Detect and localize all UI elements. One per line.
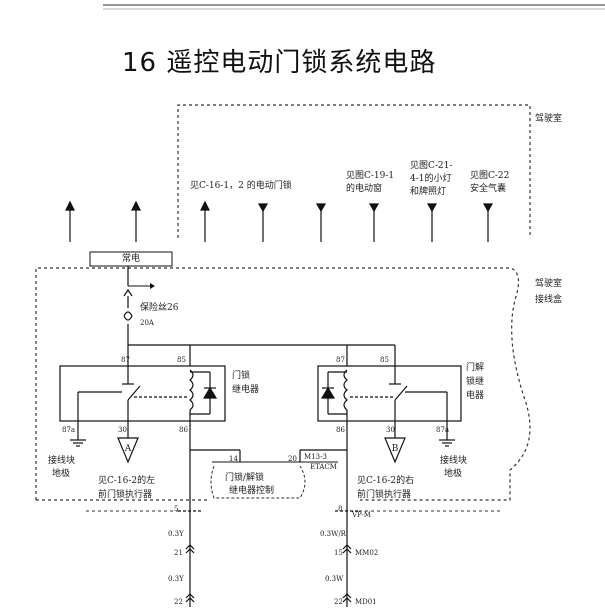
- unlock-relay-pin-86: 86: [336, 426, 345, 434]
- ground-left-line1: 接线块: [48, 456, 76, 466]
- actuator-b-marker: B: [391, 444, 399, 454]
- unlock-relay-label-line1: 门解: [466, 363, 485, 373]
- actuator-left-line2: 前门锁执行器: [98, 490, 153, 500]
- actuator-a-marker: A: [124, 444, 132, 454]
- row3-connector: MM02: [355, 549, 379, 557]
- power-label: 常电: [121, 254, 140, 264]
- etacm-control-line2: 继电器控制: [229, 486, 275, 496]
- actuator-a-triangle: [117, 437, 139, 464]
- row3-pin-left: 21: [174, 549, 183, 557]
- unlock-relay-pin-30: 30: [386, 426, 395, 434]
- ref-airbag-line1: 见图C-22: [470, 171, 510, 181]
- ref-small-light-line1: 见图C-21-: [410, 161, 453, 171]
- ref-small-light-line2: 4-1的小灯: [410, 174, 452, 184]
- ref-airbag-line2: 安全气囊: [470, 184, 507, 194]
- row1-connector: VP-M: [352, 511, 371, 519]
- ref-power-door-lock: 见C-16-1，2 的电动门锁: [190, 181, 292, 191]
- row5-pin-right: 22: [334, 598, 343, 606]
- ref-power-window-line2: 的电动窗: [346, 184, 383, 194]
- etacm-control-box: [210, 465, 306, 499]
- row3-pin-right: 15: [334, 549, 343, 557]
- unlock-relay-pin-85: 85: [380, 356, 389, 364]
- fuse-rating: 20A: [140, 319, 154, 327]
- lock-relay-box: [59, 365, 226, 422]
- ground-right-line1: 接线块: [440, 456, 468, 466]
- page-title: 16 遥控电动门锁系统电路: [122, 48, 437, 78]
- lock-relay-pin-87: 87: [121, 356, 130, 364]
- lock-relay-label-line2: 继电器: [232, 385, 260, 395]
- reference-arrows: [65, 200, 494, 242]
- ground-symbols: [70, 439, 455, 447]
- fuse-label: 保险丝26: [140, 303, 179, 313]
- etacm-control-line1: 门锁/解锁: [225, 473, 265, 483]
- etacm-connector: M13-3: [304, 453, 327, 461]
- actuator-left-line1: 见C-16-2的左: [98, 476, 156, 486]
- lock-relay-label-line1: 门锁: [232, 371, 251, 381]
- etacm-pin-20: 20: [288, 455, 297, 463]
- ground-right-line2: 地极: [444, 469, 463, 479]
- lock-relay-pin-86: 86: [179, 426, 188, 434]
- cabin-boundary: [177, 104, 531, 238]
- lock-relay-pin-87a: 87a: [62, 426, 76, 434]
- actuator-b-triangle: [384, 437, 406, 464]
- lock-relay-pin-30: 30: [118, 426, 127, 434]
- unlock-relay-pin-87a: 87a: [436, 426, 450, 434]
- ground-left-line2: 地极: [52, 469, 71, 479]
- etacm-pin-14: 14: [229, 455, 238, 463]
- row2-color-right: 0.3W/R: [320, 530, 346, 538]
- row1-pin-right: 8: [338, 505, 343, 513]
- ref-small-light-line3: 和牌照灯: [410, 187, 447, 197]
- row2-color-left: 0.3Y: [168, 530, 184, 538]
- fuse-symbol: [123, 288, 133, 345]
- ref-power-window-line1: 见图C-19-1: [346, 171, 395, 181]
- junction-box-boundary: [35, 267, 531, 501]
- cabin-zone-label: 驾驶室: [535, 114, 563, 124]
- unlock-relay-box: [317, 365, 462, 422]
- row4-color-left: 0.3Y: [168, 575, 184, 583]
- row5-connector: MD01: [355, 598, 377, 606]
- etacm-name: ETACM: [310, 463, 337, 471]
- junction-box-label-line1: 驾驶室: [535, 279, 563, 289]
- power-box: [89, 251, 173, 267]
- row1-pin-left: 5: [174, 505, 179, 513]
- unlock-relay-label-line3: 电器: [466, 391, 485, 401]
- actuator-right-line1: 见C-16-2的右: [357, 476, 415, 486]
- actuator-right-line2: 前门锁执行器: [357, 490, 412, 500]
- unlock-relay-label-line2: 锁继: [466, 377, 485, 387]
- row4-color-right: 0.3W: [325, 575, 344, 583]
- lock-relay-pin-85: 85: [177, 356, 186, 364]
- row5-pin-left: 22: [174, 598, 183, 606]
- lower-wiring: [178, 478, 359, 607]
- junction-box-label-line2: 接线盒: [535, 295, 563, 305]
- unlock-relay-pin-87: 87: [336, 356, 345, 364]
